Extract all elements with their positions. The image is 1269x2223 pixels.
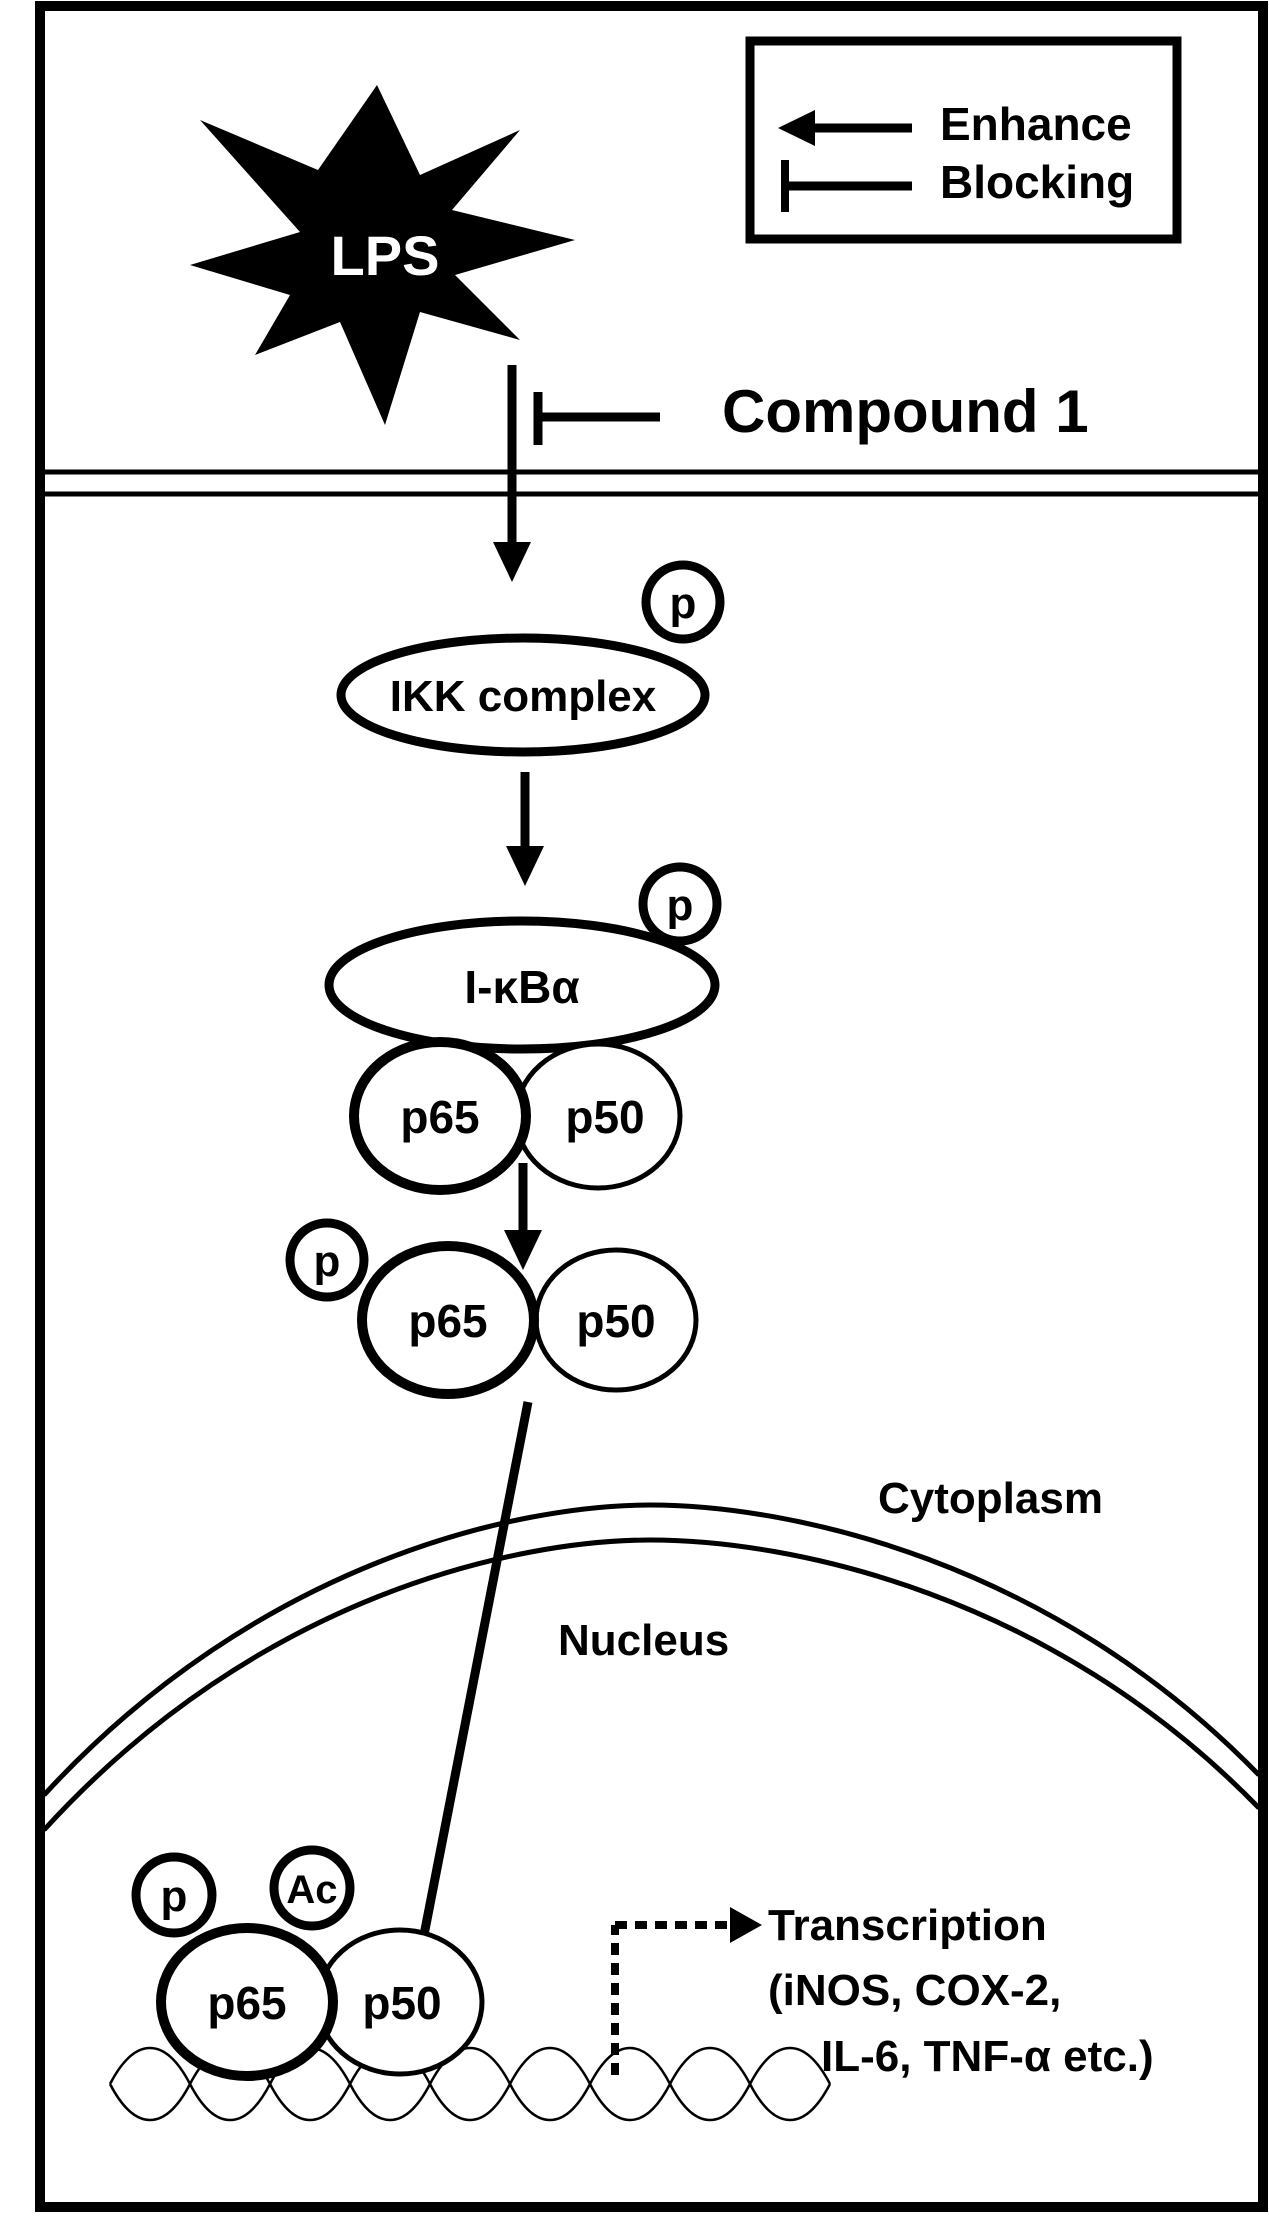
p65-nuclear [156,1923,338,2081]
compound-1-label: Compound 1 [722,378,1089,445]
transcription-targets-line1: (iNOS, COX-2, [768,1966,1061,2015]
ikba-phospho-label: p [667,881,694,930]
ikk-complex [336,633,710,757]
p65-bound-label: p65 [400,1091,479,1143]
nucleus-label: Nucleus [558,1616,729,1665]
p65-nuclear-phospho-circle [131,1852,217,1938]
lps-arrow-head [493,542,531,582]
ikk-to-ikba-head [506,846,544,886]
p65-nuclear-phospho-label: p [161,1872,188,1921]
legend: Enhance Blocking [745,36,1182,244]
p65-free-label: p65 [408,1295,487,1347]
translocation-arrow-shaft [419,1401,533,1936]
ikba-label: I-κBα [464,961,579,1013]
lps-starburst-icon [190,85,575,425]
p65-nuclear-label: p65 [207,1977,286,2029]
p50-nuclear-label: p50 [362,1977,441,2029]
p65-free-phospho-circle [285,1218,369,1302]
transcription-title: Transcription [768,1901,1047,1950]
p65-free-phospho-label: p [314,1237,341,1286]
p65-acetyl-label: Ac [286,1868,337,1912]
cytoplasm-label: Cytoplasm [878,1474,1103,1523]
p65-bound [349,1037,531,1195]
ikk-phospho-circle [641,560,725,644]
legend-blocking-label: Blocking [940,156,1134,208]
ikba [324,916,720,1054]
p50-bound-label: p50 [565,1091,644,1143]
nuclear-envelope-inner [42,1537,1261,1832]
ikk-phospho-label: p [670,579,697,628]
p65-free [357,1241,539,1399]
p50-free-label: p50 [576,1295,655,1347]
nuclear-envelope-outer [42,1502,1261,1797]
legend-box [745,36,1182,244]
enhance-arrow-icon [778,110,815,146]
lps-label: LPS [331,224,440,287]
transcription-arrow-head [730,1907,762,1943]
transcription-targets-line2: IL-6, TNF-α etc.) [821,2032,1154,2081]
release-arrow-head [504,1230,542,1270]
ikba-phospho-circle [638,862,722,946]
legend-enhance-label: Enhance [940,98,1132,150]
p65-acetyl-circle [269,1845,355,1931]
ikk-complex-label: IKK complex [390,672,657,721]
